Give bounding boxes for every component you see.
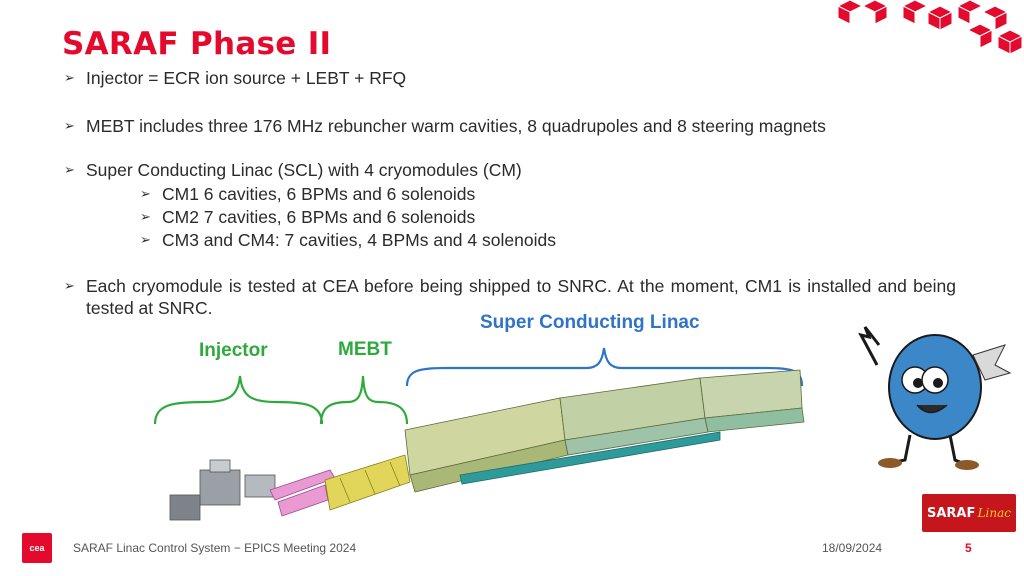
bullet-arrow-icon: ➢ bbox=[64, 70, 75, 85]
page-number: 5 bbox=[965, 541, 972, 555]
bullet-arrow-icon: ➢ bbox=[140, 209, 151, 224]
scl-brace bbox=[405, 347, 804, 387]
mebt-brace bbox=[319, 375, 409, 425]
bullet-text: CM2 7 cavities, 6 BPMs and 6 solenoids bbox=[162, 207, 476, 227]
sub-bullet-cm2: ➢ CM2 7 cavities, 6 BPMs and 6 solenoids bbox=[140, 206, 476, 228]
bullet-mebt: ➢ MEBT includes three 176 MHz rebuncher … bbox=[64, 115, 826, 137]
mascot-character-icon bbox=[858, 326, 1012, 470]
bullet-text: CM3 and CM4: 7 cavities, 4 BPMs and 4 so… bbox=[162, 230, 556, 250]
cube-pattern-decoration bbox=[836, 0, 1024, 55]
bullet-arrow-icon: ➢ bbox=[64, 162, 75, 177]
injector-label: Injector bbox=[199, 340, 268, 361]
bullet-text: Injector = ECR ion source + LEBT + RFQ bbox=[86, 68, 407, 88]
saraf-linac-logo: SARAF Linac bbox=[922, 494, 1016, 532]
bullet-arrow-icon: ➢ bbox=[64, 118, 75, 133]
mebt-label: MEBT bbox=[338, 339, 392, 360]
saraf-logo-main: SARAF bbox=[927, 505, 976, 521]
injector-equipment bbox=[169, 459, 276, 521]
bullet-text: MEBT includes three 176 MHz rebuncher wa… bbox=[86, 116, 826, 136]
bullet-text: Super Conducting Linac (SCL) with 4 cryo… bbox=[86, 160, 522, 180]
sub-bullet-cm3-cm4: ➢ CM3 and CM4: 7 cavities, 4 BPMs and 4 … bbox=[140, 229, 556, 251]
footer-presentation-title: SARAF Linac Control System − EPICS Meeti… bbox=[73, 541, 357, 555]
bullet-injector: ➢ Injector = ECR ion source + LEBT + RFQ bbox=[64, 67, 407, 89]
scl-label: Super Conducting Linac bbox=[480, 312, 700, 333]
cea-logo-text: cea bbox=[29, 543, 45, 553]
rfq-section bbox=[269, 469, 336, 517]
saraf-logo-sub: Linac bbox=[977, 506, 1011, 520]
bullet-scl: ➢ Super Conducting Linac (SCL) with 4 cr… bbox=[64, 159, 522, 181]
injector-brace bbox=[153, 375, 324, 425]
footer-date: 18/09/2024 bbox=[822, 541, 883, 555]
slide-title: SARAF Phase II bbox=[62, 26, 332, 62]
bullet-text: CM1 6 cavities, 6 BPMs and 6 solenoids bbox=[162, 184, 476, 204]
mebt-section bbox=[324, 454, 411, 511]
cea-logo: cea bbox=[22, 533, 52, 563]
bullet-arrow-icon: ➢ bbox=[64, 278, 75, 293]
accelerator-illustration bbox=[169, 369, 805, 521]
bullet-text: Each cryomodule is tested at CEA before … bbox=[86, 276, 956, 318]
bullet-arrow-icon: ➢ bbox=[140, 232, 151, 247]
bullet-arrow-icon: ➢ bbox=[140, 186, 151, 201]
bullet-cryomodule-testing: ➢ Each cryomodule is tested at CEA befor… bbox=[64, 275, 956, 319]
scl-cryomodules bbox=[404, 369, 805, 493]
sub-bullet-cm1: ➢ CM1 6 cavities, 6 BPMs and 6 solenoids bbox=[140, 183, 476, 205]
